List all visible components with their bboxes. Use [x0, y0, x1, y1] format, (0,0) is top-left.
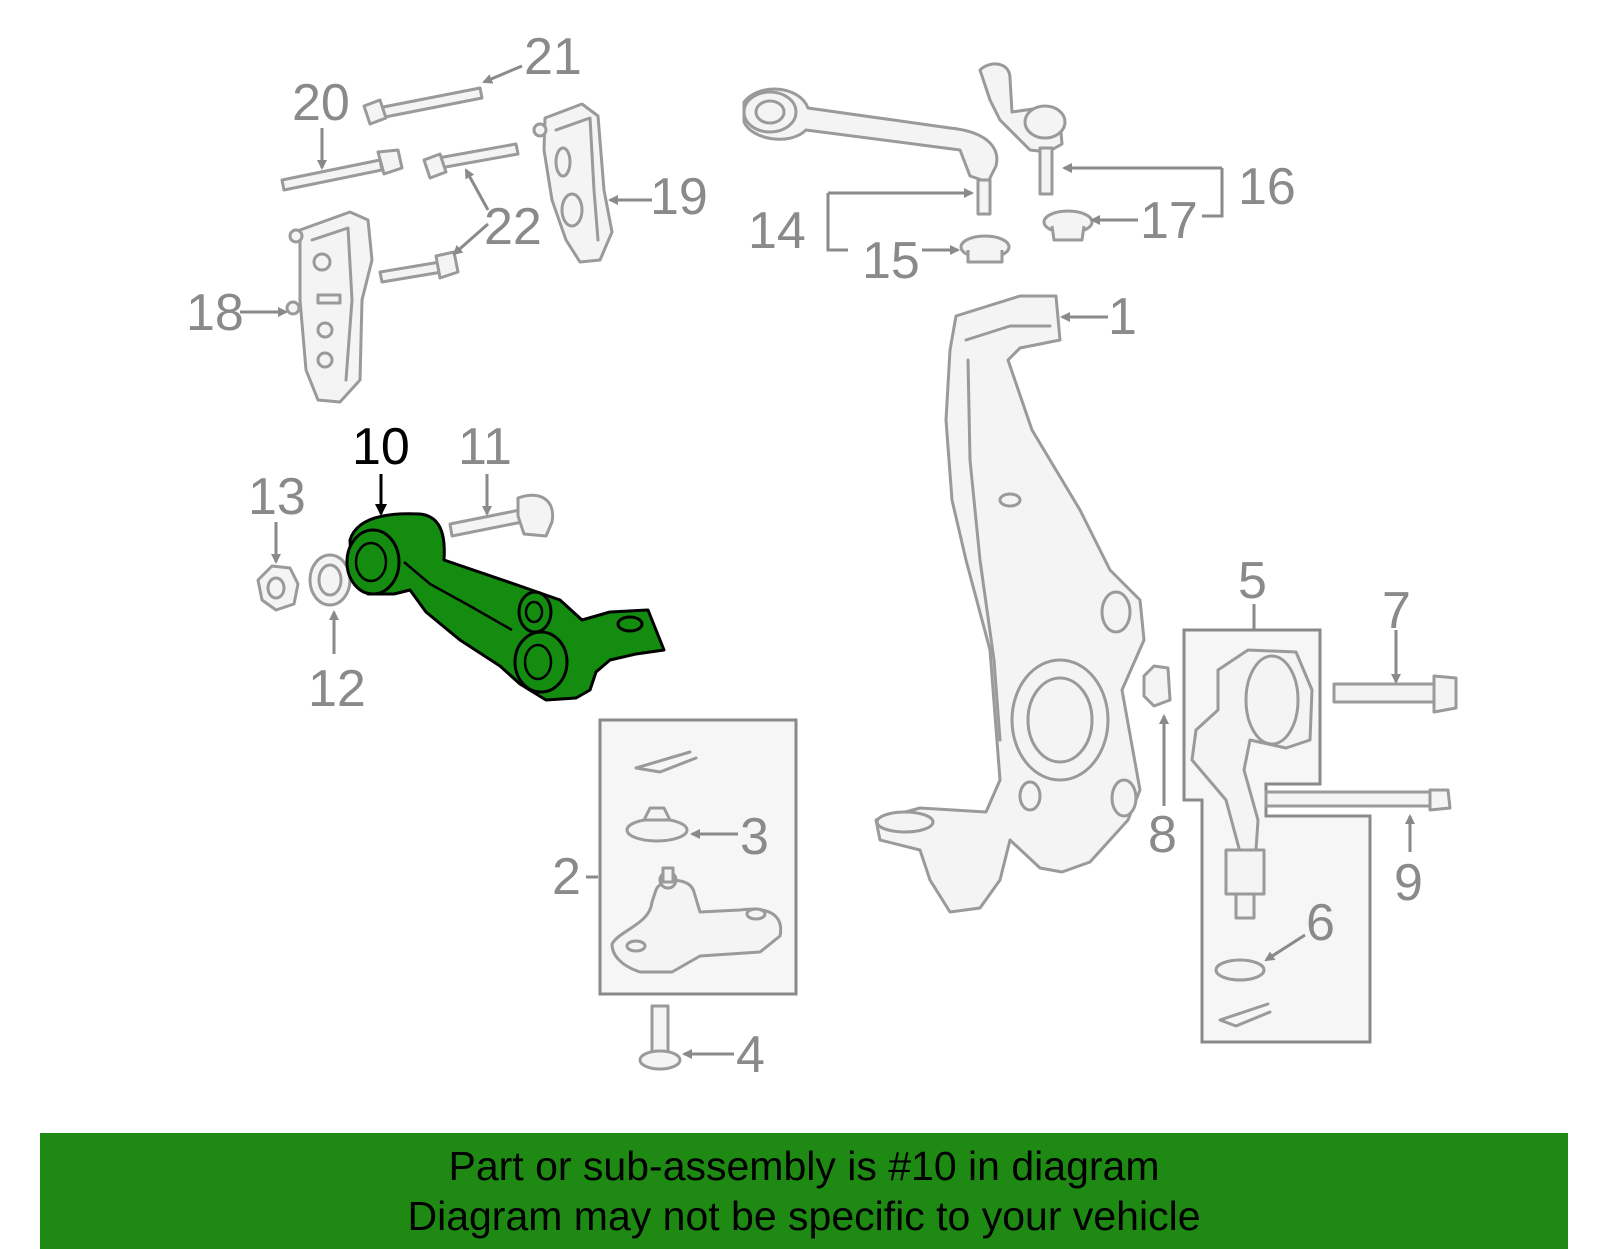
leader-lines	[240, 64, 1415, 1059]
bolt-20[interactable]	[280, 148, 404, 192]
bolt-7[interactable]	[1332, 674, 1458, 714]
nut-15[interactable]	[959, 234, 1011, 264]
callout-10: 10	[352, 418, 410, 476]
upper-arm-14[interactable]	[742, 87, 999, 216]
bolt-4[interactable]	[638, 1004, 682, 1071]
callout-18: 18	[186, 284, 244, 342]
washer-12[interactable]	[308, 553, 352, 607]
info-banner: Part or sub-assembly is #10 in diagram D…	[40, 1133, 1568, 1249]
callout-9: 9	[1394, 854, 1423, 912]
callout-13: 13	[248, 468, 306, 526]
bracket-19[interactable]	[532, 102, 614, 264]
banner-line-1: Part or sub-assembly is #10 in diagram	[448, 1143, 1160, 1189]
callout-4: 4	[736, 1026, 765, 1084]
callout-14: 14	[748, 202, 806, 260]
nut-8[interactable]	[1142, 664, 1172, 708]
callout-labels: 1 2 3 4 5 6 7 8 9 10 11 12 13 14 15 16 1…	[186, 28, 1423, 1084]
nut-13[interactable]	[256, 564, 300, 612]
bolt-22-lower[interactable]	[378, 250, 460, 284]
callout-21: 21	[524, 28, 582, 86]
callout-12: 12	[308, 660, 366, 718]
bolt-22-upper[interactable]	[422, 142, 520, 180]
bolt-9[interactable]	[1264, 788, 1452, 812]
steering-knuckle-1[interactable]	[874, 294, 1146, 914]
callout-15: 15	[862, 232, 920, 290]
callout-20: 20	[292, 74, 350, 132]
bolt-21[interactable]	[362, 86, 484, 126]
banner-line-2: Diagram may not be specific to your vehi…	[407, 1193, 1201, 1239]
callout-2: 2	[552, 848, 581, 906]
lower-arm-10[interactable]	[345, 512, 666, 702]
callout-19: 19	[650, 168, 708, 226]
callout-3: 3	[740, 808, 769, 866]
kit-box-2[interactable]	[598, 718, 798, 996]
kit-box-5[interactable]	[1182, 628, 1372, 1044]
callout-1: 1	[1108, 288, 1137, 346]
ball-joint-16[interactable]	[978, 62, 1067, 196]
bracket-18[interactable]	[285, 210, 374, 404]
callout-17: 17	[1140, 192, 1198, 250]
callout-5: 5	[1238, 552, 1267, 610]
callout-11: 11	[458, 418, 512, 476]
bolt-11[interactable]	[448, 493, 555, 538]
nut-17[interactable]	[1042, 209, 1094, 242]
callout-16: 16	[1238, 158, 1296, 216]
callout-6: 6	[1306, 894, 1335, 952]
callout-7: 7	[1382, 582, 1411, 640]
callout-22: 22	[484, 198, 542, 256]
callout-8: 8	[1148, 806, 1177, 864]
